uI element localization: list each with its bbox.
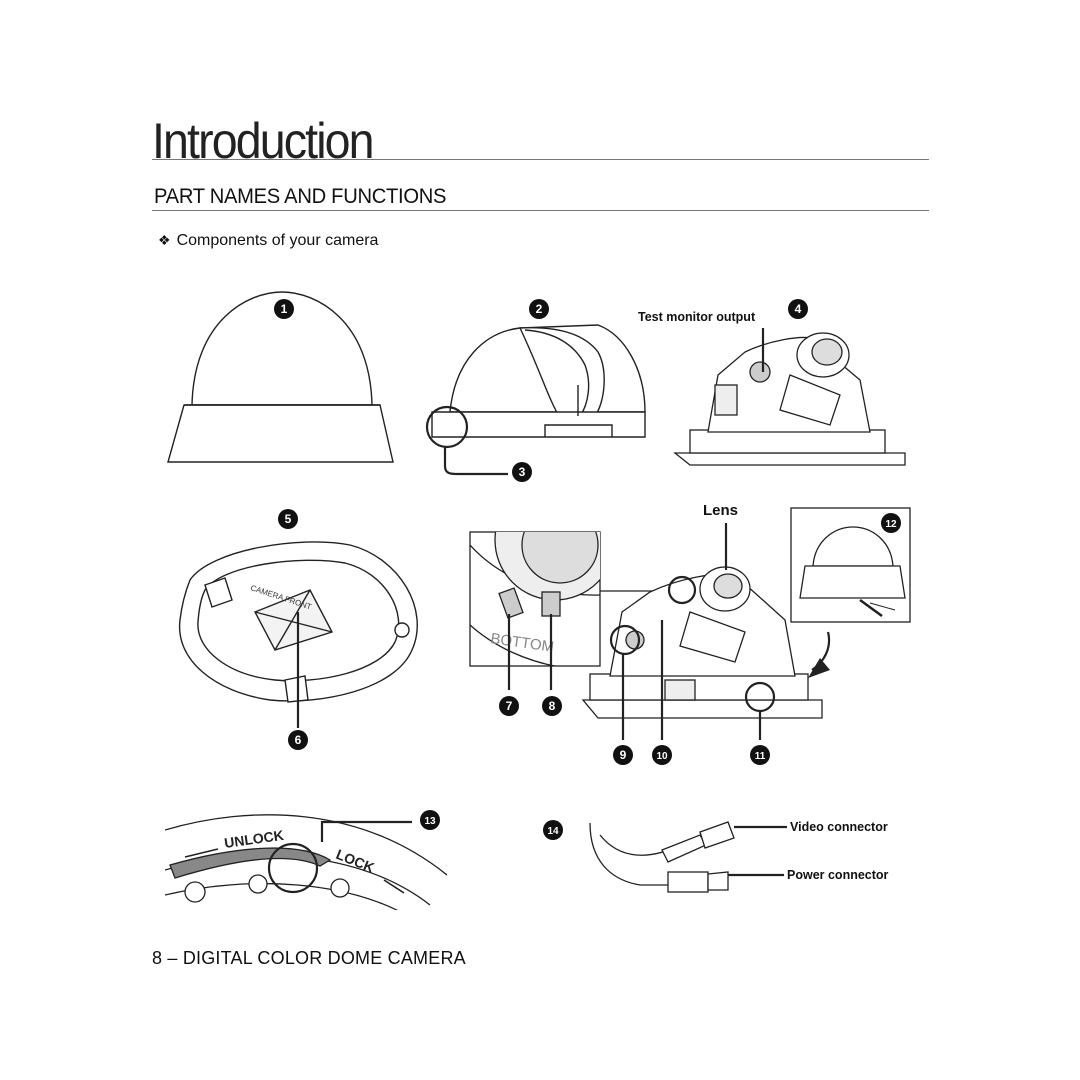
- callout-circle-9: [609, 624, 641, 656]
- unlock-arrow: [184, 848, 219, 858]
- callout-8: 8: [542, 696, 562, 716]
- callout-12: 12: [881, 513, 901, 533]
- callout-badge-11: [750, 745, 770, 765]
- callout-number-12: 12: [885, 519, 897, 530]
- callout-number-4: 4: [795, 302, 802, 316]
- callout-badge-14: [543, 820, 563, 840]
- page-footer: 8 – DIGITAL COLOR DOME CAMERA: [152, 948, 466, 968]
- callout-number-14: 14: [547, 826, 559, 837]
- callout-number-10: 10: [656, 751, 668, 762]
- camera-module-top: [673, 332, 906, 466]
- callout-badge-12: [881, 513, 901, 533]
- callout-number-11: 11: [755, 751, 766, 762]
- callout-2: 2: [529, 299, 549, 319]
- callout-number-5: 5: [285, 512, 292, 526]
- section-title: PART NAMES AND FUNCTIONS: [154, 185, 447, 208]
- callout-badge-1: [274, 299, 294, 319]
- callout-11: 11: [750, 745, 770, 765]
- callout-10: 10: [652, 745, 672, 765]
- lock-ring: [165, 814, 447, 910]
- callout-badge-10: [652, 745, 672, 765]
- callout-1: 1: [274, 299, 294, 319]
- label-test-monitor-output: Test monitor output: [638, 310, 756, 324]
- callout-number-2: 2: [536, 302, 543, 316]
- callout-7: 7: [499, 696, 519, 716]
- cable-assembly: [589, 821, 735, 893]
- callout-badge-8: [542, 696, 562, 716]
- leader-3: [443, 447, 508, 476]
- arrow-head-icon: [808, 658, 830, 678]
- callout-number-9: 9: [620, 748, 627, 762]
- title-divider: [152, 159, 929, 160]
- callout-badge-4: [788, 299, 808, 319]
- callout-9: 9: [613, 745, 633, 765]
- label-lens: Lens: [703, 502, 739, 519]
- callout-number-6: 6: [295, 733, 302, 747]
- label-power-connector: Power connector: [787, 868, 889, 882]
- callout-circle-13: [267, 842, 319, 894]
- lock-arrow: [383, 879, 405, 894]
- callout-circle-10: [667, 575, 697, 605]
- dome-inset: [799, 526, 906, 618]
- callout-4: 4: [788, 299, 808, 319]
- unlock-text: UNLOCK: [223, 827, 285, 851]
- callout-badge-2: [529, 299, 549, 319]
- callout-number-1: 1: [281, 302, 288, 316]
- dome-cover: [167, 291, 394, 463]
- callout-5: 5: [278, 509, 298, 529]
- section-divider: [152, 210, 929, 211]
- leader-13: [320, 820, 412, 842]
- diamond-bullet-icon: ❖: [158, 232, 171, 248]
- callout-badge-3: [512, 462, 532, 482]
- callout-number-7: 7: [506, 699, 513, 713]
- callout-13: 13: [420, 810, 440, 830]
- callout-badge-6: [288, 730, 308, 750]
- callout-6: 6: [288, 730, 308, 750]
- callout-3: 3: [512, 462, 532, 482]
- callout-circle-3: [425, 405, 469, 449]
- lock-text: LOCK: [334, 846, 377, 876]
- callout-badge-9: [613, 745, 633, 765]
- callout-number-3: 3: [519, 465, 526, 479]
- callout-badge-5: [278, 509, 298, 529]
- label-video-connector: Video connector: [790, 820, 888, 834]
- callout-number-13: 13: [424, 816, 436, 827]
- callout-14: 14: [543, 820, 563, 840]
- callout-badge-13: [420, 810, 440, 830]
- callout-badge-7: [499, 696, 519, 716]
- subheading-text: Components of your camera: [176, 232, 379, 249]
- callout-number-8: 8: [549, 699, 556, 713]
- dome-liner: [431, 324, 646, 438]
- subheading: ❖ Components of your camera: [158, 232, 378, 250]
- camera-module-main: [581, 566, 823, 719]
